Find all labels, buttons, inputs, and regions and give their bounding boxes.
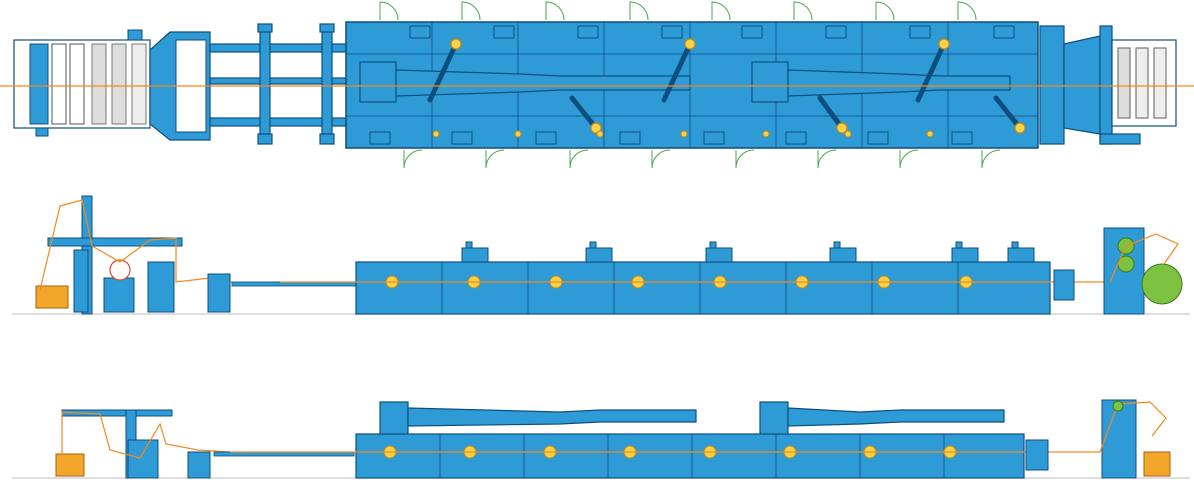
take-up-spool-icon bbox=[1112, 400, 1124, 412]
winder-drum-icon bbox=[109, 259, 131, 281]
oven-body-1 bbox=[355, 261, 1051, 315]
fan-arms bbox=[427, 41, 1023, 131]
yarn-path-2c bbox=[1099, 401, 1167, 453]
exhaust-stack-icon bbox=[461, 241, 1035, 263]
elevation-view-1 bbox=[12, 195, 1190, 315]
drive-shafts bbox=[209, 23, 347, 145]
exit-box-1 bbox=[1053, 269, 1075, 301]
inner-ducts bbox=[359, 61, 1011, 103]
crate-icon bbox=[1143, 451, 1171, 477]
crate-icon bbox=[55, 453, 85, 477]
plan-view bbox=[0, 1, 1194, 169]
drive-motor-icon bbox=[369, 25, 1015, 145]
fan-blower-icon bbox=[450, 38, 1026, 134]
oven-bays-1 bbox=[441, 262, 959, 314]
exit-winder-plan bbox=[1039, 25, 1177, 145]
yarn-path-1c bbox=[1109, 233, 1179, 283]
feed-unit-1 bbox=[207, 273, 231, 313]
elevation-view-2 bbox=[12, 399, 1190, 479]
let-off-gantry bbox=[47, 195, 183, 315]
let-off-frame-2 bbox=[61, 409, 211, 479]
take-up-frame-2 bbox=[1101, 399, 1137, 479]
crate-icon bbox=[35, 285, 69, 309]
oven-body-2 bbox=[355, 433, 1025, 479]
yarn-path-2a bbox=[61, 411, 231, 459]
air-duct-icon bbox=[379, 401, 1005, 435]
oven-bays-2 bbox=[439, 434, 945, 478]
door-swing-icon bbox=[379, 1, 1001, 169]
exit-box-2 bbox=[1025, 439, 1049, 471]
take-up-spool-icon bbox=[1141, 263, 1183, 305]
creel-rack-icon bbox=[13, 29, 151, 137]
guide-rollers bbox=[432, 130, 934, 138]
